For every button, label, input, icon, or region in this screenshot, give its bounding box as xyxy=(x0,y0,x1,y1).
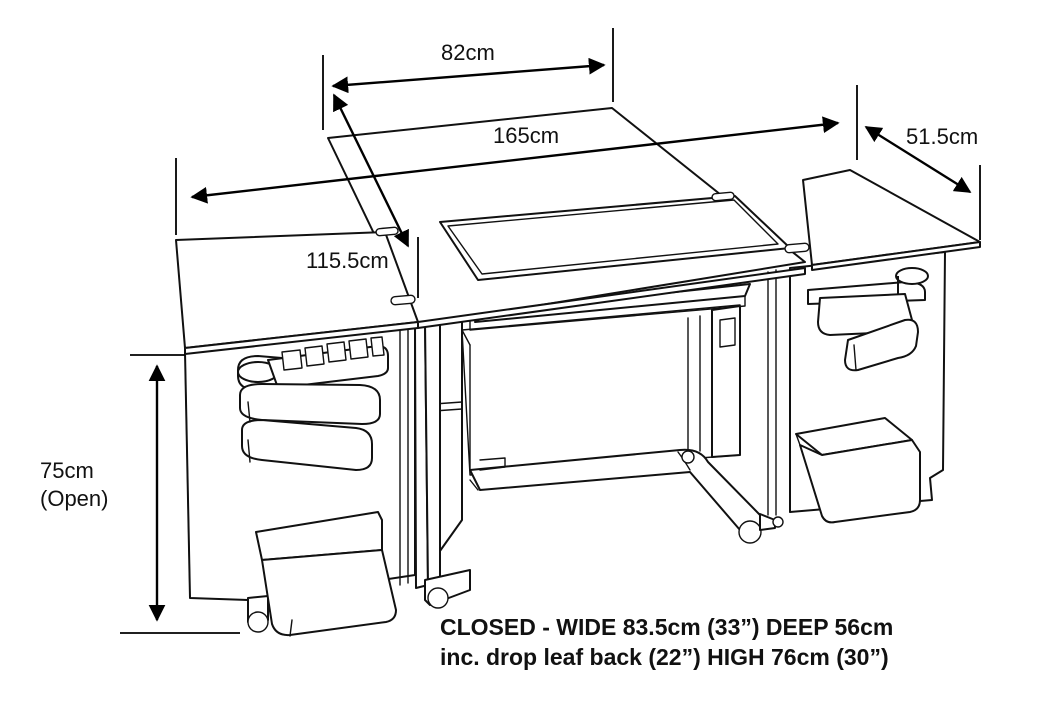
dimension-label-75cm: 75cm xyxy=(40,458,94,483)
dimension-label-165cm: 165cm xyxy=(493,123,560,148)
closed-dimensions-note: CLOSED - WIDE 83.5cm (33”) DEEP 56cm inc… xyxy=(440,612,893,672)
left-storage-bin xyxy=(255,511,397,637)
right-storage-bin xyxy=(795,417,921,524)
dimension-label-82cm: 82cm xyxy=(441,40,495,65)
dimension-label-open: (Open) xyxy=(40,486,109,511)
width-82-arrow xyxy=(331,57,606,94)
table-tops xyxy=(175,107,981,355)
dimension-label-115-5cm: 115.5cm xyxy=(306,248,389,273)
dimension-lines xyxy=(120,28,981,634)
closed-note-line-2: inc. drop leaf back (22”) HIGH 76cm (30”… xyxy=(440,644,889,670)
width-165-arrow xyxy=(190,116,840,204)
depth-115-arrow xyxy=(332,93,410,248)
closed-note-line-1: CLOSED - WIDE 83.5cm (33”) DEEP 56cm xyxy=(440,614,894,640)
right-organizer-arms xyxy=(807,267,929,372)
dimension-label-51-5cm: 51.5cm xyxy=(906,124,979,149)
left-organizer-arms xyxy=(237,336,389,471)
depth-51-arrow xyxy=(864,125,972,194)
